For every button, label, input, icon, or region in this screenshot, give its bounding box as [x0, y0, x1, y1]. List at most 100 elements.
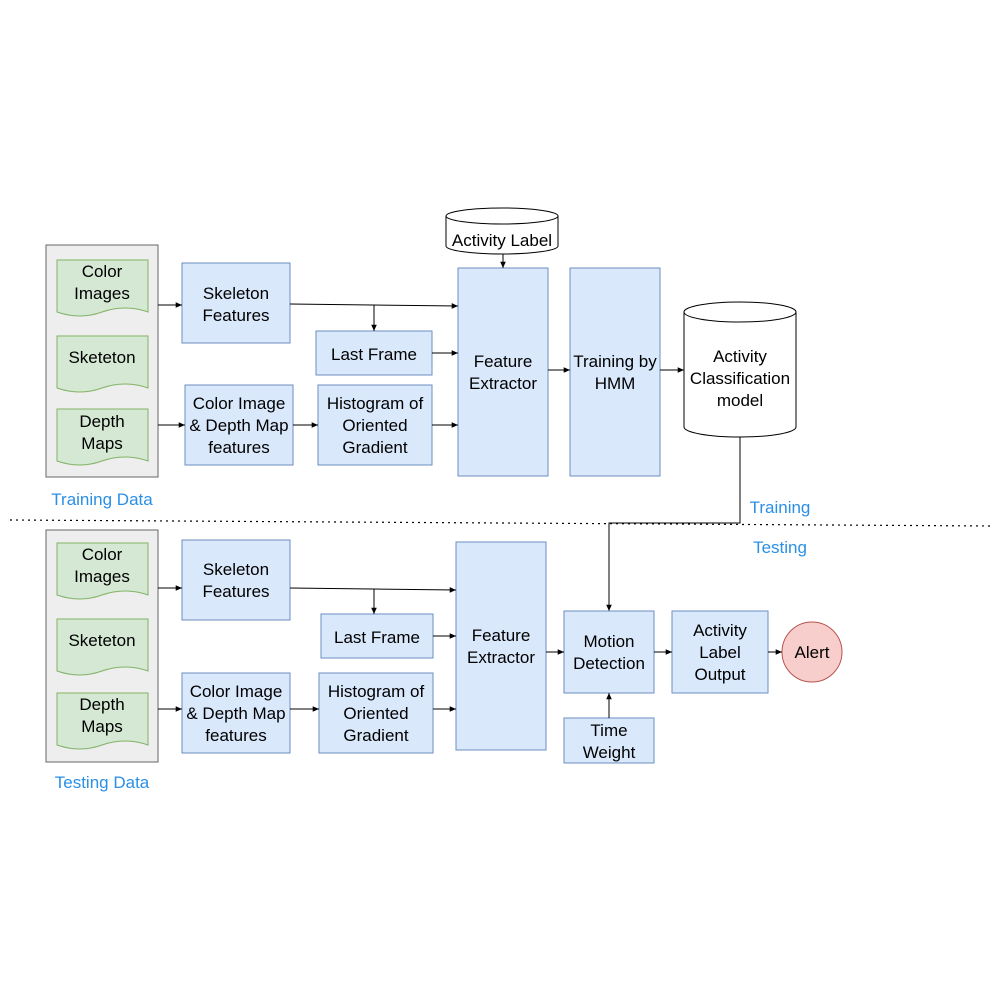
text-line: Motion: [583, 632, 634, 651]
text-line: Oriented: [343, 704, 408, 723]
text-line: Detection: [573, 654, 645, 673]
text-line: Gradient: [342, 438, 407, 457]
motion-detection-box: [563, 610, 655, 694]
text-line: features: [208, 438, 269, 457]
activity-label-label: Activity Label: [452, 231, 552, 250]
training-doc-skeleton: [56, 335, 149, 393]
text-line: Last Frame: [331, 345, 417, 364]
text-line: Skeleton: [203, 560, 269, 579]
arrow-model-to-motion-detection: [606, 437, 741, 611]
classification-model-cylinder-top: [683, 301, 797, 323]
training-feature-extractor-box: [457, 267, 549, 477]
text-line: Depth: [79, 412, 124, 431]
text-line: model: [717, 391, 763, 410]
text-line: Skeleton: [203, 284, 269, 303]
testing-phase-label: Testing: [753, 538, 807, 557]
text-line: Activity: [713, 347, 767, 366]
text-line: Feature: [474, 352, 533, 371]
text-line: Maps: [81, 717, 123, 736]
text-line: Images: [74, 567, 130, 586]
text-line: Extractor: [467, 648, 535, 667]
text-line: Extractor: [469, 374, 537, 393]
activity-label-output-box: [671, 610, 769, 694]
testing-doc-color-images: [56, 542, 149, 600]
text-line: Activity: [693, 621, 747, 640]
testing-color-depth-features-label: Color Image & Depth Map features: [186, 682, 285, 745]
training-doc-color-images: [56, 259, 149, 317]
text-line: Training by: [573, 352, 657, 371]
text-line: Oriented: [342, 416, 407, 435]
activity-label-cylinder: [445, 216, 559, 255]
text-line: & Depth Map: [186, 704, 285, 723]
training-phase-label: Training: [750, 498, 811, 517]
phase-divider: [9, 519, 993, 527]
text-line: Alert: [795, 643, 830, 662]
text-line: Time: [590, 721, 627, 740]
text-line: Color: [82, 545, 123, 564]
text-line: Output: [694, 665, 745, 684]
text-line: Classification: [690, 369, 790, 388]
text-line: Sketeton: [68, 348, 135, 367]
activity-label-cylinder-top: [445, 207, 559, 225]
text-line: Label: [699, 643, 741, 662]
text-line: Feature: [472, 626, 531, 645]
text-line: Color Image: [190, 682, 283, 701]
testing-feature-extractor-box: [455, 541, 547, 751]
text-line: Weight: [583, 743, 636, 762]
text-line: HMM: [595, 374, 636, 393]
training-skeleton-features-box: [181, 262, 291, 344]
s-arrow-skeleton-to-extractor: [289, 587, 457, 593]
text-line: Features: [202, 582, 269, 601]
text-line: & Depth Map: [189, 416, 288, 435]
testing-doc-depth-maps: [56, 692, 149, 750]
text-line: features: [205, 726, 266, 745]
alert-label: Alert: [795, 643, 830, 662]
training-data-label: Training Data: [51, 490, 153, 509]
training-doc-skeleton-label: Sketeton: [68, 348, 135, 367]
training-hmm-label: Training by HMM: [573, 352, 657, 393]
text-line: Histogram of: [327, 394, 424, 413]
text-line: Last Frame: [334, 628, 420, 647]
classification-model-cylinder: [683, 312, 797, 438]
training-last-frame-label: Last Frame: [331, 345, 417, 364]
text-line: Activity Label: [452, 231, 552, 250]
text-line: Depth: [79, 695, 124, 714]
testing-doc-skeleton: [56, 618, 149, 676]
testing-last-frame-label: Last Frame: [334, 628, 420, 647]
testing-last-frame-box: [320, 613, 434, 659]
text-line: Maps: [81, 434, 123, 453]
text-line: Images: [74, 284, 130, 303]
testing-skeleton-features-box: [181, 539, 291, 621]
testing-data-label: Testing Data: [55, 773, 150, 792]
text-line: Color: [82, 262, 123, 281]
training-hog-box: [317, 384, 433, 466]
text-line: Sketeton: [68, 631, 135, 650]
testing-doc-skeleton-label: Sketeton: [68, 631, 135, 650]
training-doc-depth-maps: [56, 408, 149, 466]
training-color-depth-features-label: Color Image & Depth Map features: [189, 394, 288, 457]
training-color-depth-features-box: [184, 384, 294, 466]
testing-hog-box: [318, 672, 434, 754]
text-line: Color Image: [193, 394, 286, 413]
text-line: Features: [202, 306, 269, 325]
text-line: Gradient: [343, 726, 408, 745]
testing-color-depth-features-box: [181, 672, 291, 754]
text-line: Histogram of: [328, 682, 425, 701]
